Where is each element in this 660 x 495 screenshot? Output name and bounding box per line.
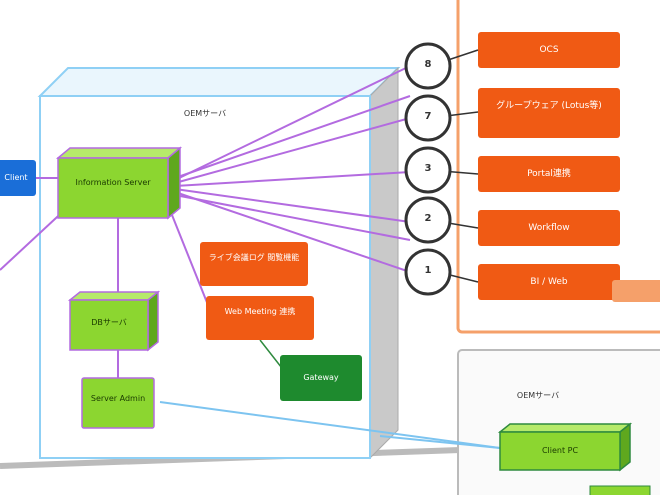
main-green-top bbox=[55, 147, 183, 159]
service-label-2: グループウェア (Lotus等) bbox=[496, 101, 602, 111]
orange-box-meeting bbox=[206, 296, 314, 340]
main-green-side bbox=[167, 146, 181, 220]
db-green-side bbox=[147, 290, 159, 352]
link-extra-1 bbox=[174, 95, 411, 179]
service-box-extra bbox=[612, 280, 660, 302]
service-group-frame bbox=[456, 0, 660, 334]
center-box-top bbox=[37, 67, 401, 97]
link-to-1 bbox=[174, 191, 411, 273]
center-box-title: OEMサーバ bbox=[183, 109, 227, 118]
admin-green-box bbox=[81, 377, 155, 429]
gateway-box bbox=[280, 355, 362, 401]
gateway-label: Gateway bbox=[303, 373, 339, 382]
circle-3-label: 3 bbox=[424, 163, 432, 174]
circle-7 bbox=[404, 94, 452, 142]
admin-green-label: Server Admin bbox=[90, 394, 146, 403]
client-green-box bbox=[499, 431, 621, 471]
db-green-top bbox=[67, 291, 161, 301]
circle-8 bbox=[404, 42, 452, 90]
circle-2 bbox=[404, 196, 452, 244]
link-extra-2 bbox=[174, 194, 411, 241]
circle-1-label: 1 bbox=[424, 265, 432, 276]
client-green-extra bbox=[589, 485, 651, 495]
service-label-1: OCS bbox=[539, 45, 559, 55]
link-to-3 bbox=[174, 171, 411, 187]
service-box-1 bbox=[478, 32, 620, 68]
db-green-box bbox=[69, 299, 149, 351]
orange-box-log bbox=[200, 242, 308, 286]
blue-link-2 bbox=[379, 435, 501, 449]
orange-log-label: ライブ会議ログ 閲覧機能 bbox=[208, 253, 300, 262]
link-to-8 bbox=[174, 65, 411, 181]
circle-1 bbox=[404, 248, 452, 296]
client-green-side bbox=[619, 422, 631, 472]
db-green-label: DBサーバ bbox=[91, 318, 127, 327]
service-label-3: Portal連携 bbox=[527, 169, 571, 179]
left-tab-label: Client bbox=[4, 173, 28, 182]
bottom-server-box bbox=[457, 349, 660, 495]
client-green-label: Client PC bbox=[541, 446, 579, 455]
circle-7-label: 7 bbox=[424, 111, 432, 122]
circle-2-label: 2 bbox=[424, 213, 432, 224]
circle-3 bbox=[404, 146, 452, 194]
link-to-7 bbox=[174, 117, 411, 184]
main-green-label: Information Server bbox=[75, 178, 151, 187]
bottom-box-title: OEMサーバ bbox=[516, 391, 560, 400]
service-box-2 bbox=[478, 88, 620, 138]
client-green-top bbox=[497, 423, 633, 433]
service-label-5: BI / Web bbox=[530, 277, 568, 287]
main-green-box bbox=[57, 157, 169, 219]
circle-8-label: 8 bbox=[424, 59, 432, 70]
blue-link-1 bbox=[159, 401, 501, 449]
service-box-4 bbox=[478, 210, 620, 246]
left-client-tab bbox=[0, 160, 36, 196]
link-to-2 bbox=[174, 188, 411, 223]
service-box-5 bbox=[478, 264, 620, 300]
orange-meeting-label: Web Meeting 連携 bbox=[224, 307, 296, 316]
link-to-orange bbox=[169, 209, 211, 311]
service-label-4: Workflow bbox=[528, 223, 570, 233]
service-box-3 bbox=[478, 156, 620, 192]
